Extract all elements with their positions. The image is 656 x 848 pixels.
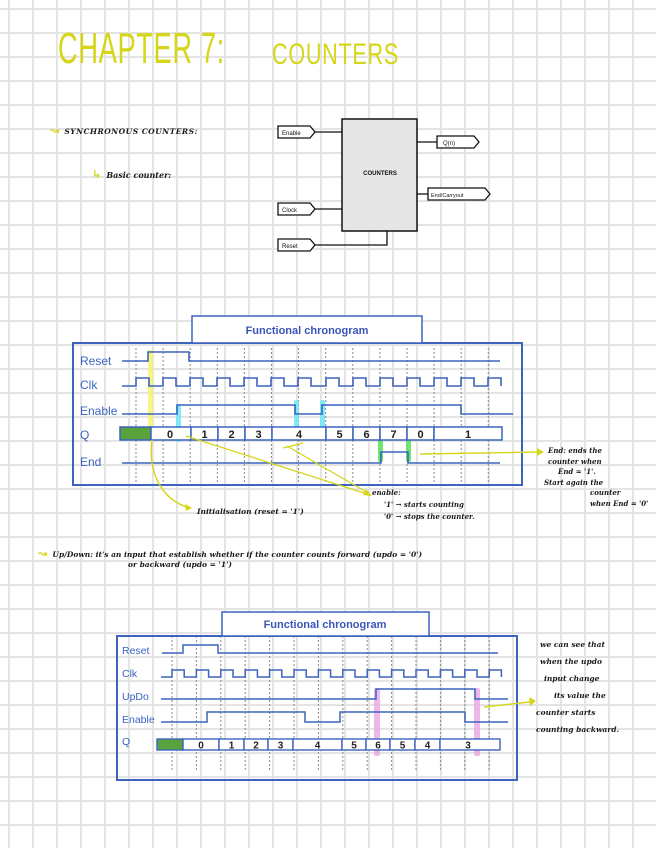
end-note: End: ends the counter when End = '1'. St… [544,446,649,508]
q-state-value: 0 [417,429,423,441]
q-state-cell [433,426,503,441]
q-state-cell [439,738,501,751]
updown-description: ↝ Up/Down: it's an input that establish … [38,547,423,560]
reset-waveform [122,351,500,362]
arrow-head-icon [363,489,372,496]
section-heading-synchronous: ↝ SYNCHRONOUS COUNTERS: [50,119,198,138]
signal-label-end: End [80,455,101,469]
enable-arrow [286,445,369,494]
subheading-text: Basic counter: [106,170,172,180]
enable-waveform [161,711,508,723]
input-reset: Reset [277,231,388,252]
svg-text:Reset: Reset [282,244,298,250]
chronogram-title: Functional chronogram [246,325,369,337]
q-state-value: 0 [198,741,204,752]
chronogram-frame [116,635,518,781]
updo-arrow [483,701,531,708]
topic-title: COUNTERS [272,38,399,71]
signal-label-q: Q [80,428,89,442]
q-state-value: 6 [375,741,381,752]
q-state-value: 3 [278,741,284,752]
signal-label-enable: Enable [80,404,118,418]
end-arrow [419,451,541,455]
output-q: Q(n) [417,135,480,149]
block-label: COUNTERS [363,171,397,177]
signal-label-reset: Reset [122,645,150,657]
q-state-value: 2 [253,741,259,752]
hook-arrow-icon: ↳ [92,168,102,181]
init-arrow [150,439,191,509]
q-state-value: 3 [255,429,261,441]
updown-description-line2: or backward (updo = '1') [128,560,232,569]
svg-text:Enable: Enable [282,131,301,137]
chronogram-title: Functional chronogram [264,619,387,631]
q-state-value: 5 [400,741,406,752]
svg-text:Clock: Clock [282,208,298,214]
heading-text: SYNCHRONOUS COUNTERS: [64,127,198,136]
q-state-value: 6 [363,429,369,441]
signal-label-updo: UpDo [122,691,149,703]
signal-label-reset: Reset [80,354,112,368]
q-state-value: 0 [167,429,173,441]
input-clock: Clock [277,202,342,216]
signal-label-clk: Clk [80,378,98,392]
svg-text:Q(n): Q(n) [443,141,455,147]
chronogram-1: Functional chronogram Reset Clk Enable Q… [72,315,544,511]
q-state-value: 1 [201,429,207,441]
output-end-carryout: End/Carryout [417,187,491,201]
reset-highlight [148,350,153,436]
counter-block [341,118,418,232]
q-state-value: 5 [351,741,357,752]
q-state-value: 4 [315,741,321,752]
chronogram-title-box [221,611,430,637]
enable-arrow [185,435,365,494]
clock-waveform [161,669,503,678]
svg-text:End/Carryout: End/Carryout [431,193,464,199]
counter-block-diagram: COUNTERS Enable Clock Reset Q(n) End/Car… [277,118,491,252]
enable-arrow-branch [282,442,304,449]
q-state-value: 2 [228,429,234,441]
updo-waveform [161,688,508,700]
q-state-value: 4 [296,429,303,441]
initialisation-note: Initialisation (reset = '1') [197,507,304,516]
q-state-value: 7 [390,429,396,441]
q-state-cell [156,738,184,751]
q-state-value: 5 [336,429,342,441]
enable-note: enable: '1' → starts counting '0' → stop… [372,488,475,521]
arrow-head-icon [529,697,536,706]
signal-label-clk: Clk [122,668,138,680]
arrow-head-icon [537,448,544,456]
end-waveform [122,451,500,464]
input-enable: Enable [277,125,342,139]
subheading-basic-counter: ↳ Basic counter: [92,163,171,182]
q-state-value: 4 [425,741,431,752]
reset-waveform [162,644,498,654]
chapter-title: CHAPTER 7: [58,24,225,73]
q-state-value: 3 [465,741,471,752]
squiggle-arrow-icon: ↝ [50,124,60,137]
chronogram-title-box [191,315,423,344]
arrow-head-icon [185,504,192,511]
clock-waveform [122,377,502,387]
q-state-value: 1 [465,429,471,441]
signal-label-enable: Enable [122,714,155,726]
squiggle-arrow-icon: ↝ [38,547,48,560]
signal-label-q: Q [122,736,130,748]
q-state-value: 1 [229,741,235,752]
updo-note: we can see that when the updo input chan… [536,640,620,734]
enable-waveform [122,404,513,415]
